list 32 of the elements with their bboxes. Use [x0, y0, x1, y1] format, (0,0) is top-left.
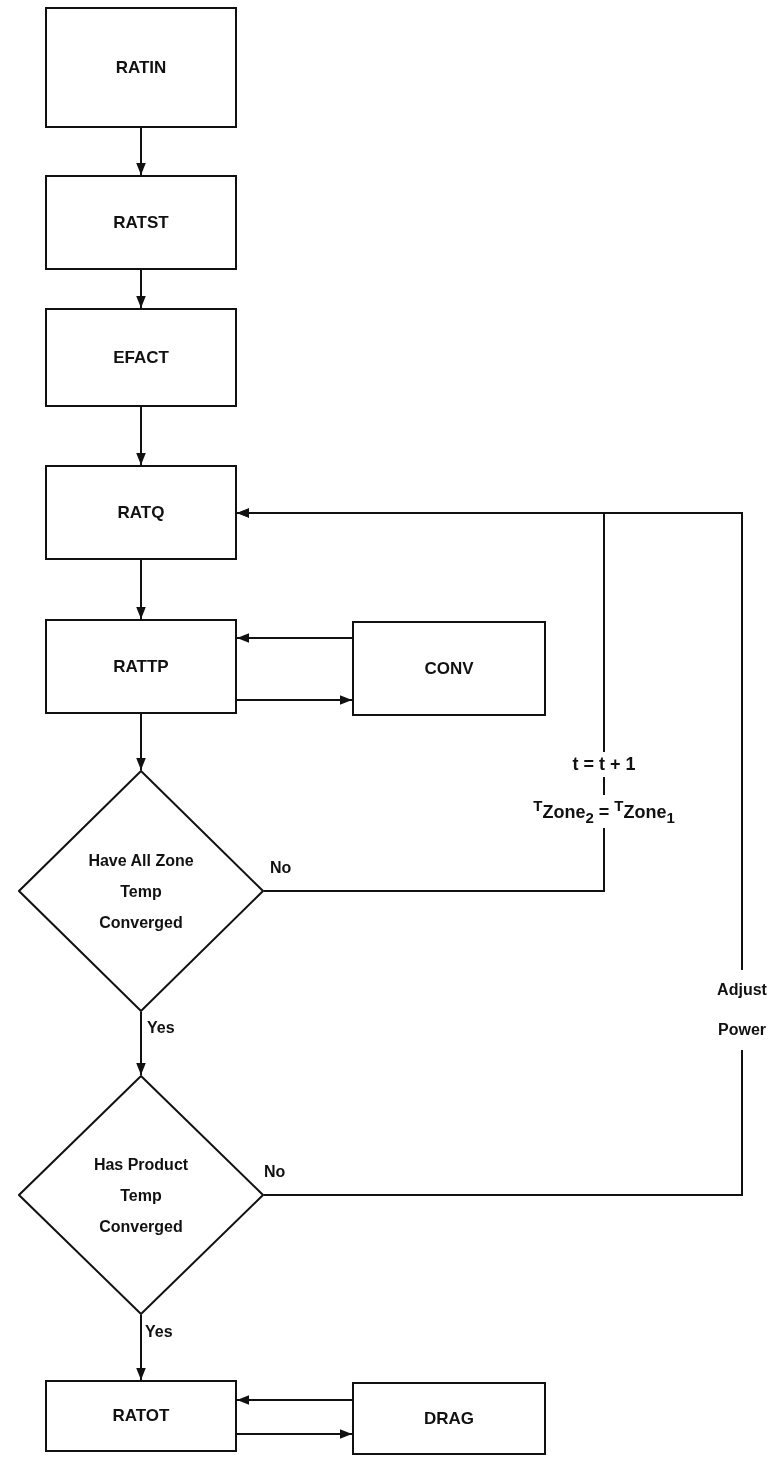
arrow — [136, 1011, 146, 1076]
process-label: CONV — [424, 658, 474, 679]
arrow — [136, 713, 146, 771]
process-box — [45, 308, 237, 407]
process-box — [45, 1380, 237, 1452]
process-label: RATTP — [113, 656, 169, 677]
arrow — [236, 633, 353, 643]
arrow — [136, 269, 146, 309]
process-box — [45, 465, 237, 560]
arrow — [136, 1314, 146, 1381]
process-label: EFACT — [113, 347, 169, 368]
process-box — [45, 619, 237, 714]
process-box — [352, 1382, 546, 1455]
process-box — [45, 7, 237, 128]
decision-diamond — [18, 770, 264, 1012]
process-label: RATIN — [115, 57, 167, 78]
arrow — [236, 1429, 353, 1439]
process-label: RATQ — [117, 502, 165, 523]
arrow — [236, 695, 353, 705]
process-box — [45, 175, 237, 270]
arrow — [236, 1395, 353, 1405]
decision-diamond — [18, 1075, 264, 1315]
decision-text: Has Product Temp Converged — [92, 1154, 190, 1237]
arrow — [136, 127, 146, 176]
process-label: RATOT — [112, 1406, 170, 1426]
arrow — [236, 508, 743, 1196]
process-label: DRAG — [423, 1408, 475, 1429]
decision-text: Have All Zone Temp Converged — [87, 850, 195, 933]
process-label: RATST — [113, 212, 169, 233]
arrow — [136, 406, 146, 466]
arrow — [136, 559, 146, 620]
process-box — [352, 621, 546, 716]
